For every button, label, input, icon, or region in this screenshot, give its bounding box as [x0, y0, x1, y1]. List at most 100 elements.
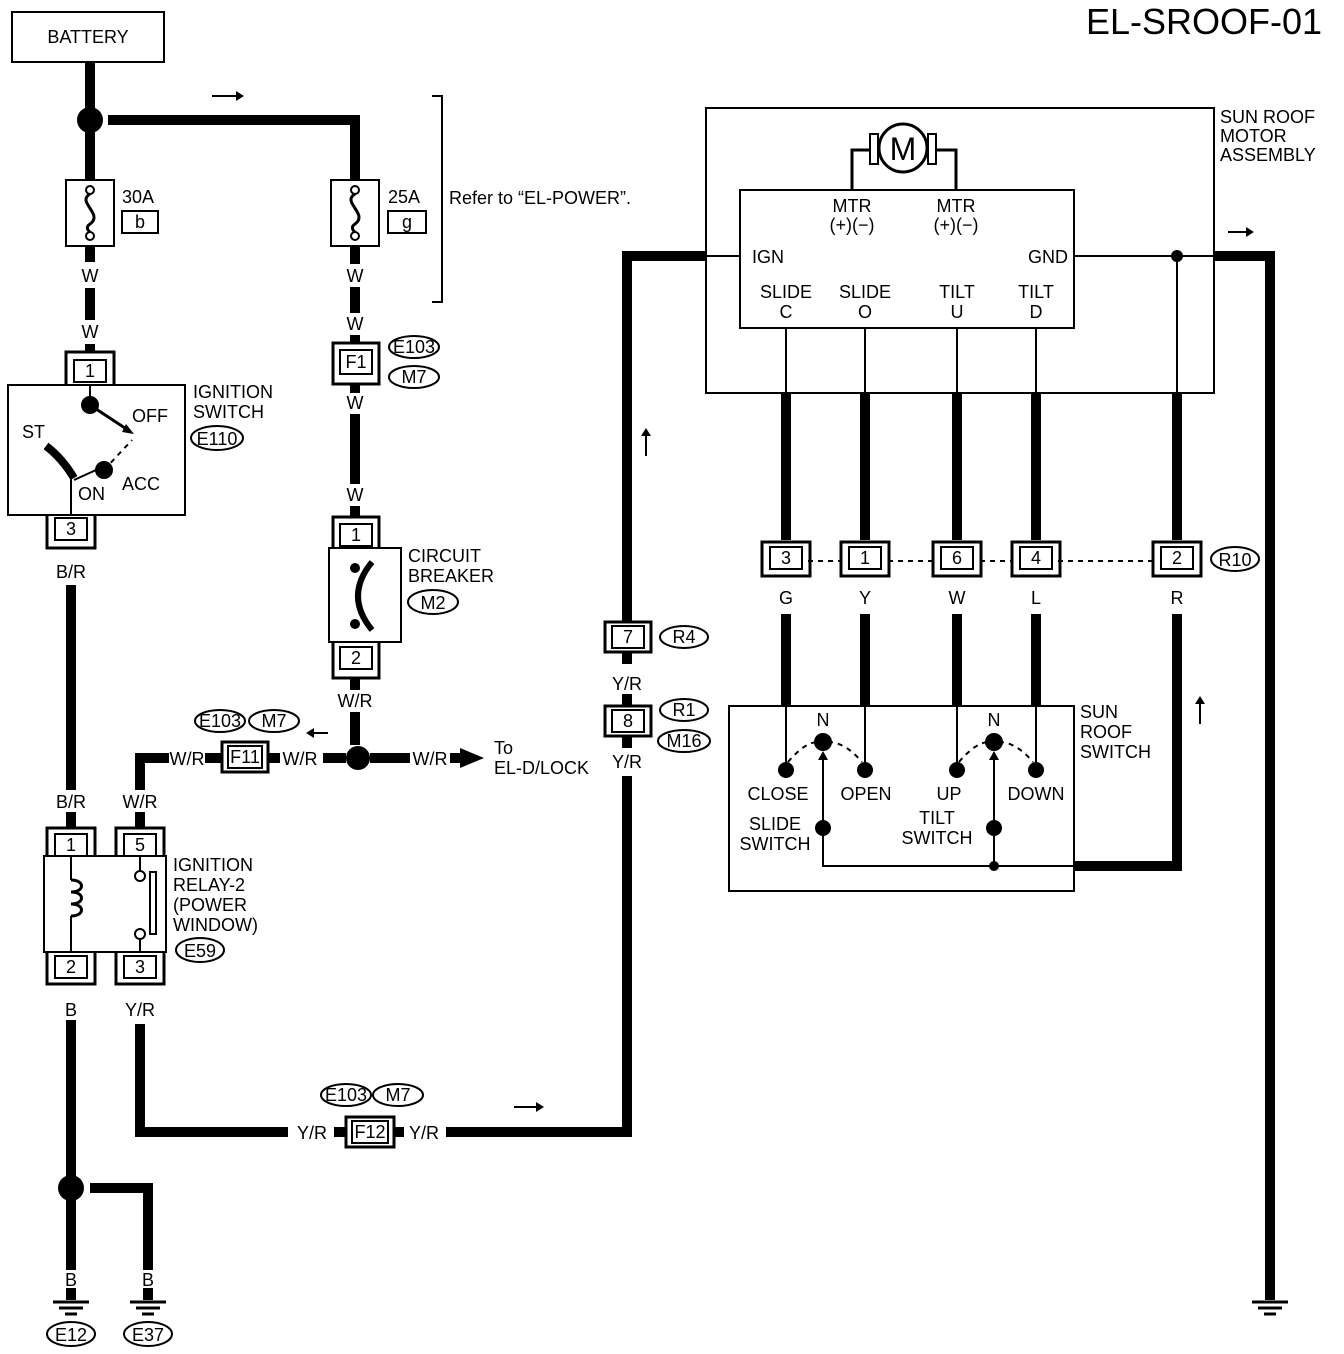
r10-label: R10 — [1218, 550, 1251, 570]
wire-color-w-r: W/R — [170, 749, 205, 769]
wire-color-w: W — [347, 485, 364, 505]
motor-ground-wire — [1214, 227, 1288, 1316]
slide-c-top: SLIDE — [760, 282, 812, 302]
e103-label: E103 — [199, 711, 241, 731]
wire-color-w: W — [82, 266, 99, 286]
m7-label: M7 — [401, 367, 426, 387]
y-r-vertical: Y/R 8 R1 M16 Y/R 7 R4 — [603, 251, 711, 772]
diagram-id: EL-SROOF-01 — [1086, 1, 1322, 42]
wire-color-w: W — [347, 393, 364, 413]
tilt-down: DOWN — [1008, 784, 1065, 804]
relay-pin-3: 3 — [135, 957, 145, 977]
ignition-switch: 1 ST OFF ACC ON 3 IGNITION SWITCH E110 — [7, 350, 273, 550]
tilt-u-bottom: U — [951, 302, 964, 322]
wire-color-y-r: Y/R — [612, 752, 642, 772]
ground-e37: B E37 — [123, 1270, 173, 1347]
cb-title-2: BREAKER — [408, 566, 494, 586]
ign-pos-acc: ACC — [122, 474, 160, 494]
wire-color-y-r: Y/R — [297, 1123, 327, 1143]
ign-pos-on: ON — [78, 484, 105, 504]
r10-connector: 3 1 6 4 2 R10 G Y W L R — [760, 540, 1260, 608]
r1-label: R1 — [672, 700, 695, 720]
f1-label: F1 — [345, 352, 366, 372]
wire-color-b-r: B/R — [56, 792, 86, 812]
switch-title-2: ROOF — [1080, 722, 1132, 742]
cb-title-1: CIRCUIT — [408, 546, 481, 566]
wire-color-y-r: Y/R — [125, 1000, 155, 1020]
fuse-30a-rating: 30A — [122, 187, 154, 207]
sunroof-motor-assembly: M MTR (+)(−) MTR (+)(−) IGN GND SLIDE C … — [705, 107, 1316, 394]
cb-pin-2: 2 — [351, 648, 361, 668]
motor-title-3: ASSEMBLY — [1220, 145, 1316, 165]
ign-pos-st: ST — [22, 422, 45, 442]
r10-color-g: G — [779, 588, 793, 608]
circuit-breaker: 1 2 CIRCUIT BREAKER M2 — [328, 515, 494, 680]
tilt-u-top: TILT — [939, 282, 975, 302]
r10-color-w: W — [949, 588, 966, 608]
wire-color-w: W — [82, 322, 99, 342]
wire-color-b: B — [65, 1000, 77, 1020]
fuse-30a: 30A b — [65, 179, 159, 247]
ign-switch-title-2: SWITCH — [193, 402, 264, 422]
f11-label: F11 — [230, 747, 260, 767]
r10-color-l: L — [1031, 588, 1041, 608]
motor-title-2: MOTOR — [1220, 126, 1287, 146]
motor-title-1: SUN ROOF — [1220, 107, 1315, 127]
ground-e12: B E12 — [46, 1175, 96, 1347]
sunroof-switch: SUN ROOF SWITCH N CLOSE OPEN SLIDE SWITC… — [728, 702, 1151, 892]
cb-pin-1: 1 — [351, 525, 361, 545]
tilt-up: UP — [936, 784, 961, 804]
wire-color-b: B — [142, 1270, 154, 1290]
tilt-d-bottom: D — [1030, 302, 1043, 322]
wire-color-y-r: Y/R — [612, 674, 642, 694]
to-label: To — [494, 738, 513, 758]
switch-title-3: SWITCH — [1080, 742, 1151, 762]
w-r-junction: W/R W/R To EL-D/LOCK F11 E103 M7 W/R — [135, 709, 589, 828]
battery: BATTERY — [11, 11, 165, 63]
tilt-neutral: N — [988, 710, 1001, 730]
r10-to-switch-wires — [781, 614, 1205, 871]
relay-pin-5: 5 — [135, 835, 145, 855]
slide-neutral: N — [817, 710, 830, 730]
relay-pin-2: 2 — [66, 957, 76, 977]
ground-e37-label: E37 — [132, 1325, 164, 1345]
m16-label: M16 — [666, 731, 701, 751]
switch-title-1: SUN — [1080, 702, 1118, 722]
ign-pin-1: 1 — [85, 361, 95, 381]
motor-to-r10-wires — [781, 393, 1182, 540]
fuse-25a-rating: 25A — [388, 187, 420, 207]
ign-switch-connector: E110 — [197, 429, 238, 449]
relay-title-2: RELAY-2 — [173, 875, 245, 895]
r10-pin-1: 1 — [860, 548, 870, 568]
slide-o-bottom: O — [858, 302, 872, 322]
tilt-switch-label-2: SWITCH — [902, 828, 973, 848]
top-branch — [77, 91, 360, 180]
pin-7-label: 7 — [623, 627, 633, 647]
r10-color-y: Y — [859, 588, 871, 608]
pin-8-label: 8 — [623, 711, 633, 731]
relay-connector: E59 — [184, 941, 216, 961]
ign-pin-3: 3 — [66, 519, 76, 539]
slide-c-bottom: C — [780, 302, 793, 322]
r10-color-r: R — [1171, 588, 1184, 608]
gnd-terminal: GND — [1028, 247, 1068, 267]
wire-color-y-r: Y/R — [409, 1123, 439, 1143]
r10-pin-4: 4 — [1031, 548, 1041, 568]
slide-switch-label-2: SWITCH — [740, 834, 811, 854]
tilt-switch-label-1: TILT — [919, 808, 955, 828]
motor-symbol: M — [890, 131, 917, 167]
slide-o-top: SLIDE — [839, 282, 891, 302]
wire-color-w-r: W/R — [338, 691, 373, 711]
refer-note: Refer to “EL-POWER”. — [449, 188, 631, 208]
slide-switch-label-1: SLIDE — [749, 814, 801, 834]
e103-label: E103 — [325, 1085, 367, 1105]
connector-f1: F1 E103 M7 — [331, 335, 440, 389]
m7-label: M7 — [385, 1085, 410, 1105]
cb-connector: M2 — [420, 593, 445, 613]
relay-title-4: WINDOW) — [173, 915, 258, 935]
mtr-label: MTR — [937, 196, 976, 216]
battery-label: BATTERY — [47, 27, 128, 47]
wire-color-b: B — [65, 1270, 77, 1290]
relay-title-1: IGNITION — [173, 855, 253, 875]
